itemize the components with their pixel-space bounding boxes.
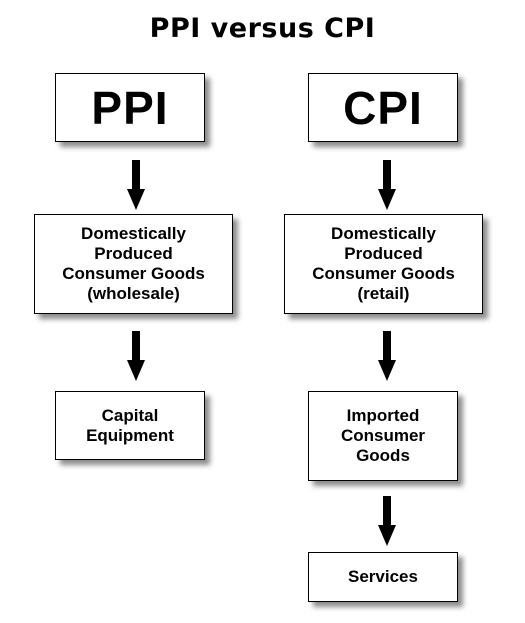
cpi-arrow-2 — [378, 331, 396, 381]
cpi-header-box: CPI — [308, 73, 458, 142]
ppi-arrow-1 — [127, 160, 145, 210]
cpi-domestic-retail-box: Domestically Produced Consumer Goods (re… — [284, 214, 483, 314]
cpi-imported-goods-box: Imported Consumer Goods — [308, 391, 458, 481]
cpi-arrow-1 — [378, 160, 396, 210]
cpi-arrow-3 — [378, 496, 396, 546]
cpi-services-box: Services — [308, 552, 458, 602]
ppi-domestic-wholesale-box: Domestically Produced Consumer Goods (wh… — [34, 214, 233, 314]
ppi-header-box: PPI — [55, 73, 205, 142]
ppi-capital-equipment-box: Capital Equipment — [55, 391, 205, 460]
ppi-arrow-2 — [127, 331, 145, 381]
diagram-title: PPI versus CPI — [149, 13, 376, 44]
